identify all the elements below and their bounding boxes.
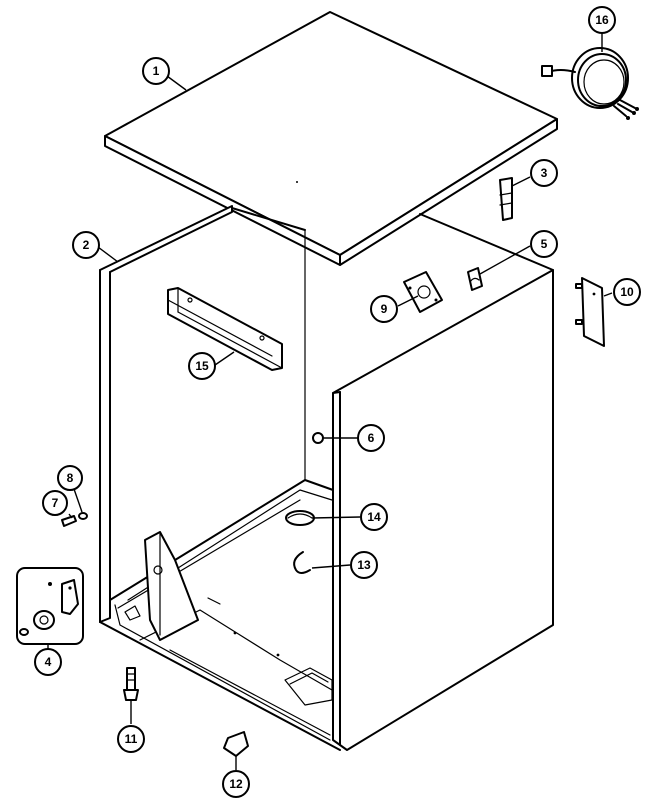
callout-5: 5 [530, 230, 558, 258]
callout-14-label: 14 [367, 510, 381, 524]
callout-7: 7 [42, 490, 68, 516]
callout-12-label: 12 [229, 777, 243, 791]
plate-part-10 [575, 277, 605, 347]
callout-6-label: 6 [368, 431, 375, 445]
callout-1-label: 1 [153, 64, 160, 78]
callout-8: 8 [57, 465, 83, 491]
clip-part-12 [223, 731, 249, 757]
washer-part-8 [78, 512, 88, 520]
callout-15-label: 15 [195, 359, 209, 373]
callout-3: 3 [530, 159, 558, 187]
leveling-assembly-part-4 [16, 567, 84, 645]
callout-4-label: 4 [45, 655, 52, 669]
callout-16: 16 [588, 6, 616, 34]
clip-part-3 [499, 177, 513, 221]
plug-part-6 [312, 432, 324, 444]
cover-part-14 [285, 510, 315, 526]
callout-12: 12 [222, 770, 250, 798]
callout-2-label: 2 [83, 238, 90, 252]
callout-11: 11 [117, 725, 145, 753]
callout-11-label: 11 [125, 732, 138, 746]
callout-5-label: 5 [541, 237, 548, 251]
callout-16-label: 16 [595, 13, 609, 27]
callout-6: 6 [357, 424, 385, 452]
top-panel [104, 11, 558, 266]
brace [167, 287, 283, 371]
callout-14: 14 [360, 503, 388, 531]
bracket-part-9 [403, 271, 443, 313]
callout-7-label: 7 [52, 496, 59, 510]
callout-3-label: 3 [541, 166, 548, 180]
callout-13: 13 [350, 551, 378, 579]
screw-part-7 [61, 515, 77, 527]
callout-10: 10 [613, 278, 641, 306]
callout-10-label: 10 [620, 285, 634, 299]
leader-lines [47, 33, 613, 770]
callout-1: 1 [142, 57, 170, 85]
callout-13-label: 13 [357, 558, 371, 572]
callout-2: 2 [72, 231, 100, 259]
callout-8-label: 8 [67, 471, 74, 485]
power-cord [541, 47, 639, 120]
callout-15: 15 [188, 352, 216, 380]
leg-part-11 [123, 667, 139, 701]
callout-9-label: 9 [381, 302, 388, 316]
cabinet [99, 205, 554, 751]
callout-9: 9 [370, 295, 398, 323]
clip-part-5 [467, 267, 483, 291]
callout-4: 4 [34, 648, 62, 676]
wire-part-13 [293, 551, 311, 574]
